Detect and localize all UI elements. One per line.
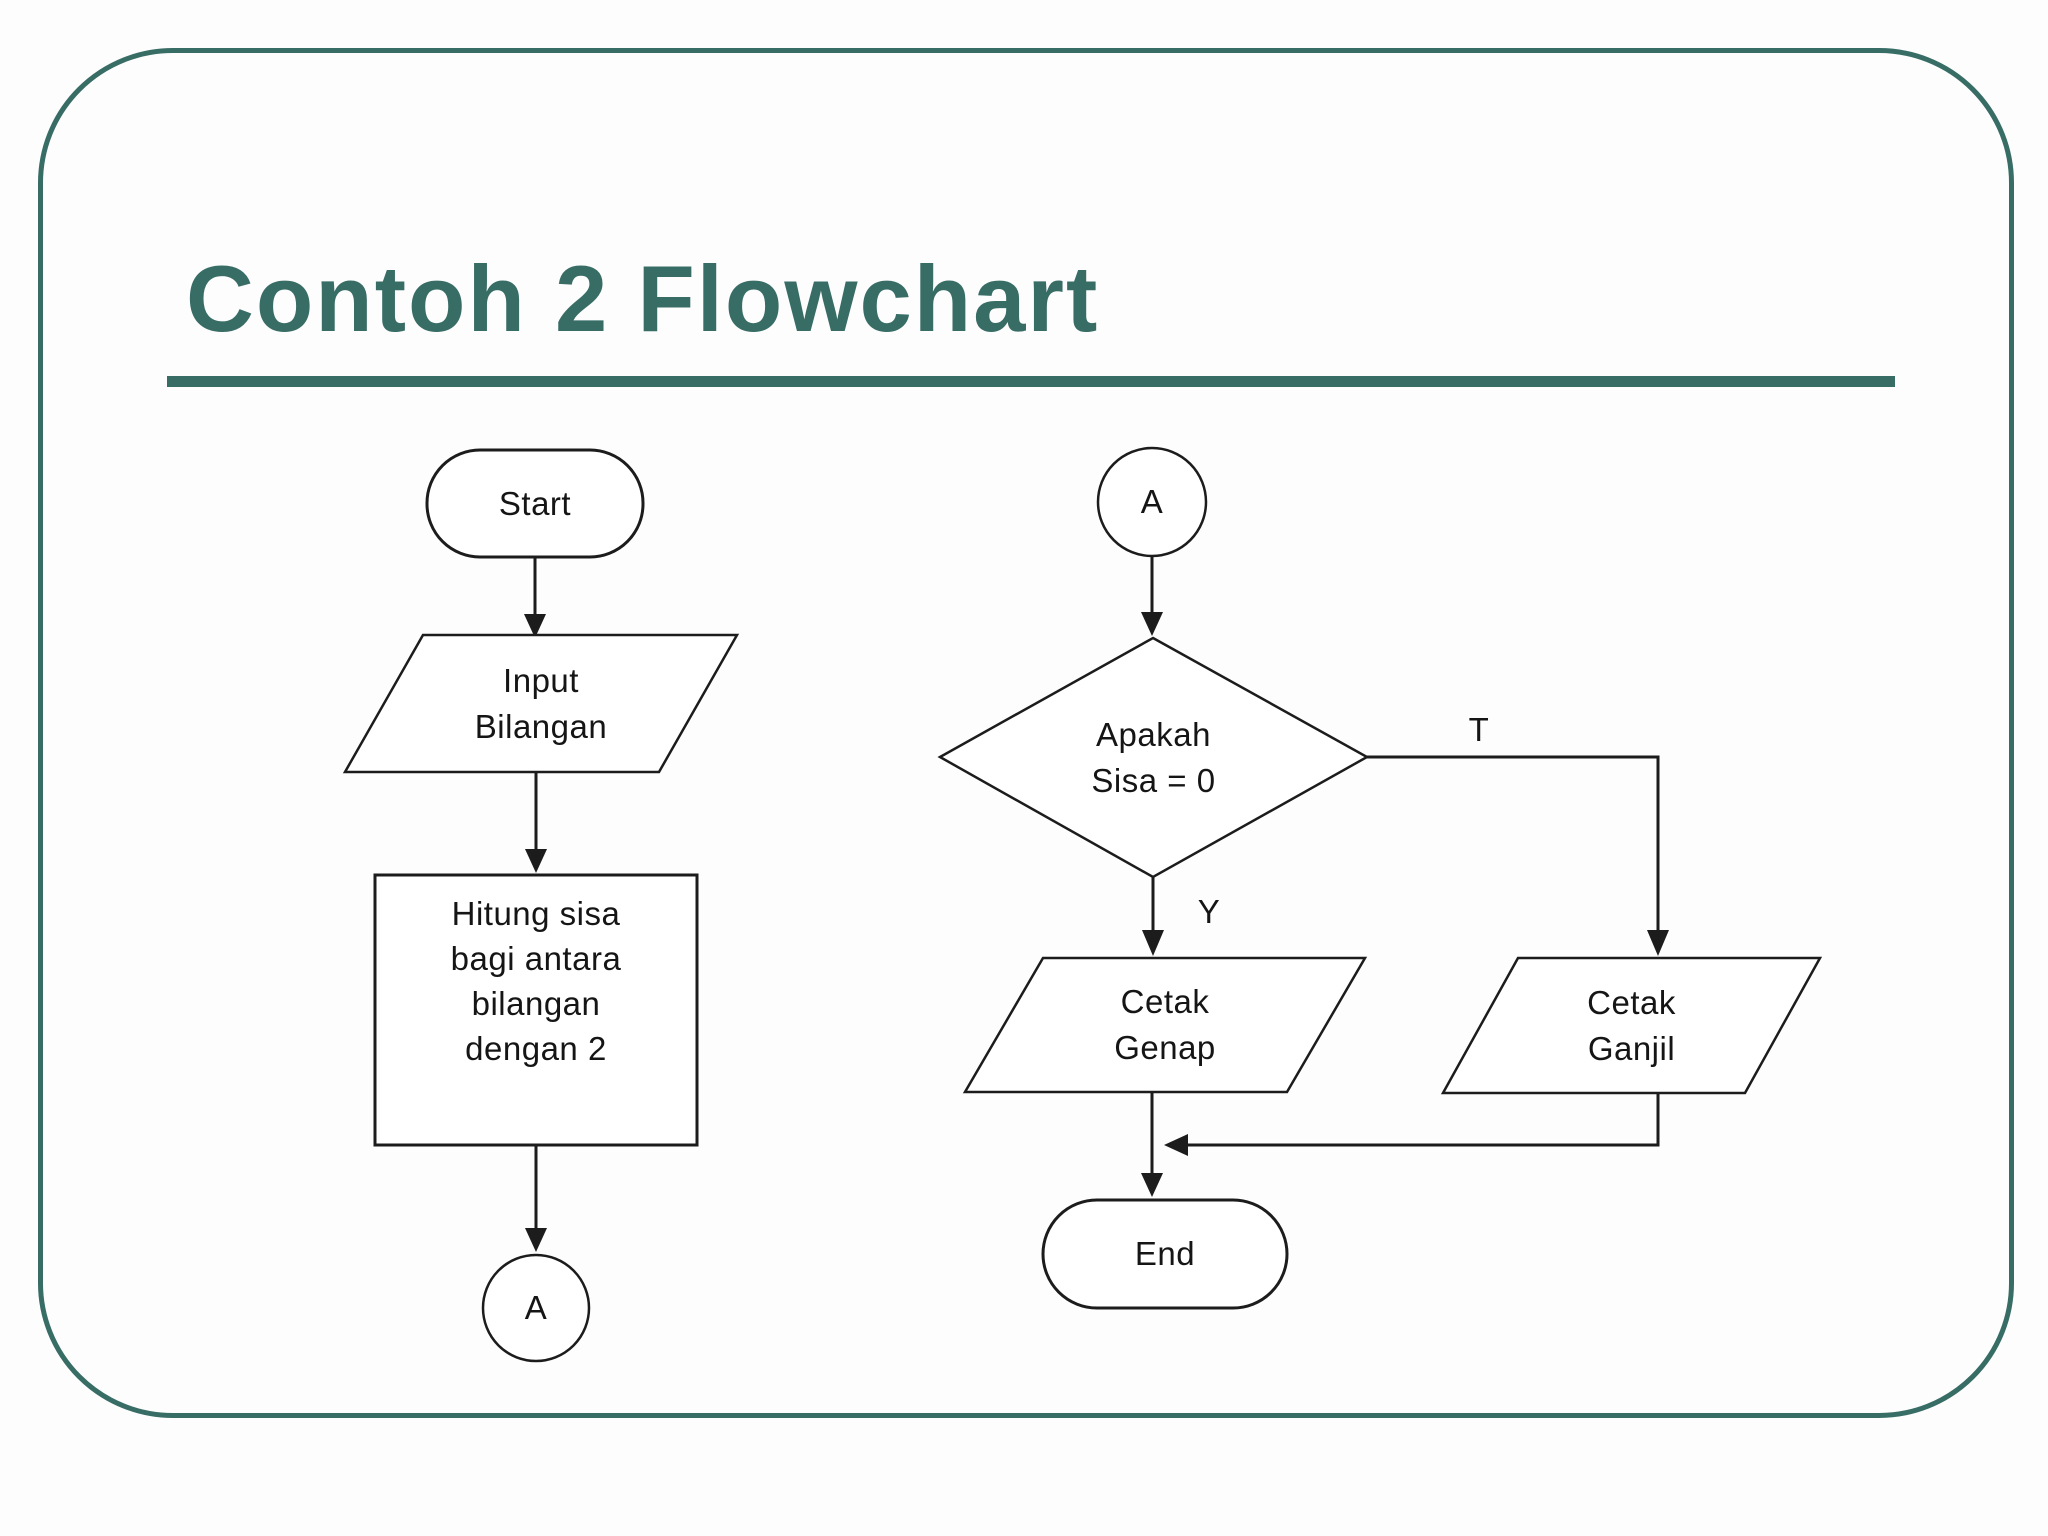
process-label: Hitung sisa bagi antara bilangan dengan … (450, 895, 622, 1067)
merge-head (1164, 1134, 1188, 1156)
decision-label: Apakah Sisa = 0 (1091, 715, 1216, 799)
input-parallelogram-shape (342, 633, 740, 774)
arrow-process-to-connector-head (525, 1228, 547, 1252)
slide-border (38, 48, 2014, 1418)
arrow-input-to-process-head (525, 849, 547, 873)
input-label: Input Bilangan (474, 661, 608, 745)
print-even-parallelogram-shape (962, 956, 1368, 1094)
end-label: End (1134, 1235, 1196, 1272)
connector-a-right-label: A (1140, 483, 1164, 520)
connector-a-left-shape (481, 1253, 591, 1363)
arrow-start-to-input-head (524, 614, 546, 638)
connector-a-left-label: A (524, 1289, 548, 1326)
yes-branch-label: Y (1197, 893, 1221, 930)
print-odd-label: Cetak Ganjil (1587, 983, 1676, 1067)
end-terminator-shape (1041, 1198, 1289, 1310)
title-underline (167, 376, 1895, 387)
arrow-to-end-head (1141, 1173, 1163, 1197)
page-title: Contoh 2 Flowchart (186, 246, 1100, 351)
true-branch-label: T (1468, 711, 1490, 748)
process-rect-shape (373, 873, 699, 1147)
true-branch-head (1647, 930, 1669, 956)
true-branch-line (1367, 755, 1660, 932)
merge-line (1188, 1093, 1660, 1147)
print-odd-parallelogram-shape (1440, 956, 1823, 1095)
start-label: Start (498, 484, 572, 522)
arrow-connector-to-decision-head (1141, 612, 1163, 636)
yes-branch-head (1142, 930, 1164, 956)
print-even-label: Cetak Genap (1114, 983, 1216, 1066)
